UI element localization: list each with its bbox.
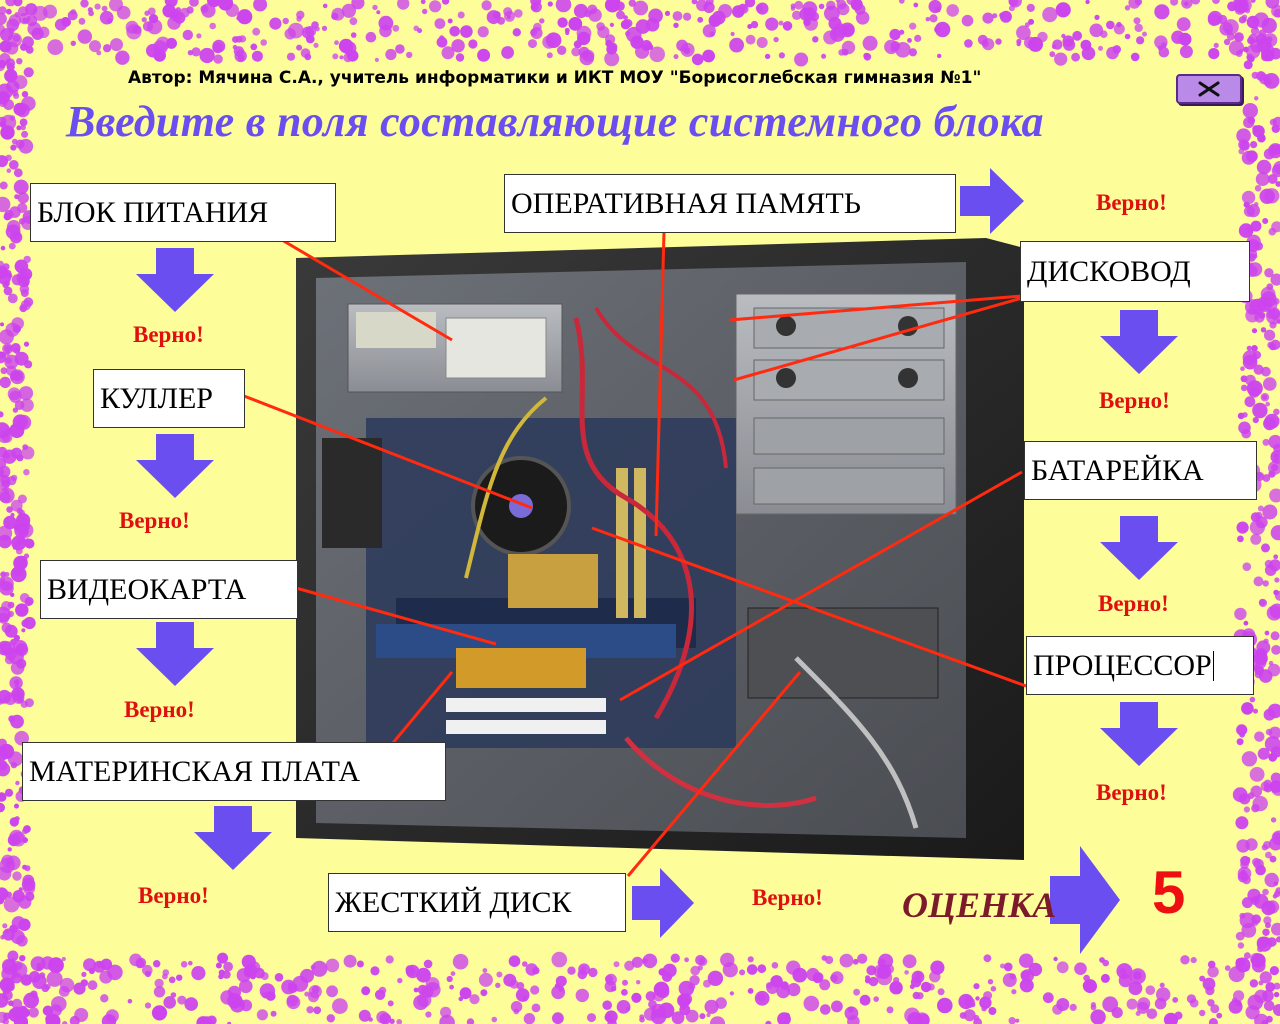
ram-field[interactable]: ОПЕРАТИВНАЯ ПАМЯТЬ: [504, 174, 956, 233]
motherboard-field[interactable]: МАТЕРИНСКАЯ ПЛАТА: [22, 742, 446, 801]
arrow-down-icon: [194, 806, 272, 870]
motherboard-feedback: Верно!: [138, 883, 209, 908]
cooler-feedback: Верно!: [119, 508, 190, 533]
close-button[interactable]: [1176, 74, 1242, 104]
arrow-down-icon: [1100, 702, 1178, 766]
text-caret: [1212, 650, 1214, 681]
power-supply-field[interactable]: БЛОК ПИТАНИЯ: [30, 183, 336, 242]
author-caption: Автор: Мячина С.А., учитель информатики …: [128, 68, 982, 88]
drive-field[interactable]: ДИСКОВОД: [1020, 241, 1250, 302]
hard-disk-feedback: Верно!: [752, 885, 823, 910]
arrow-down-icon: [136, 434, 214, 498]
close-x-icon: [1198, 81, 1220, 97]
arrow-right-icon: [960, 168, 1024, 234]
arrow-right-icon: [1050, 846, 1120, 954]
power-supply-feedback: Верно!: [133, 322, 204, 347]
battery-field[interactable]: БАТАРЕЙКА: [1024, 441, 1257, 500]
cooler-field[interactable]: КУЛЛЕР: [93, 369, 245, 428]
arrow-down-icon: [136, 248, 214, 312]
video-card-feedback: Верно!: [124, 697, 195, 722]
drive-feedback: Верно!: [1099, 388, 1170, 413]
arrow-down-icon: [1100, 516, 1178, 580]
video-card-field[interactable]: ВИДЕОКАРТА: [40, 560, 298, 619]
grade-value: 5: [1152, 859, 1186, 926]
arrow-down-icon: [1100, 310, 1178, 374]
processor-field-text: ПРОЦЕССОР: [1033, 648, 1212, 682]
processor-feedback: Верно!: [1096, 780, 1167, 805]
hard-disk-field[interactable]: ЖЕСТКИЙ ДИСК: [328, 873, 626, 932]
ram-feedback: Верно!: [1096, 190, 1167, 215]
page-title: Введите в поля составляющие системного б…: [66, 97, 1044, 146]
processor-field[interactable]: ПРОЦЕССОР: [1026, 636, 1254, 695]
arrow-right-icon: [632, 868, 694, 938]
arrow-down-icon: [136, 622, 214, 686]
grade-label: ОЦЕНКА: [902, 885, 1057, 925]
battery-feedback: Верно!: [1098, 591, 1169, 616]
